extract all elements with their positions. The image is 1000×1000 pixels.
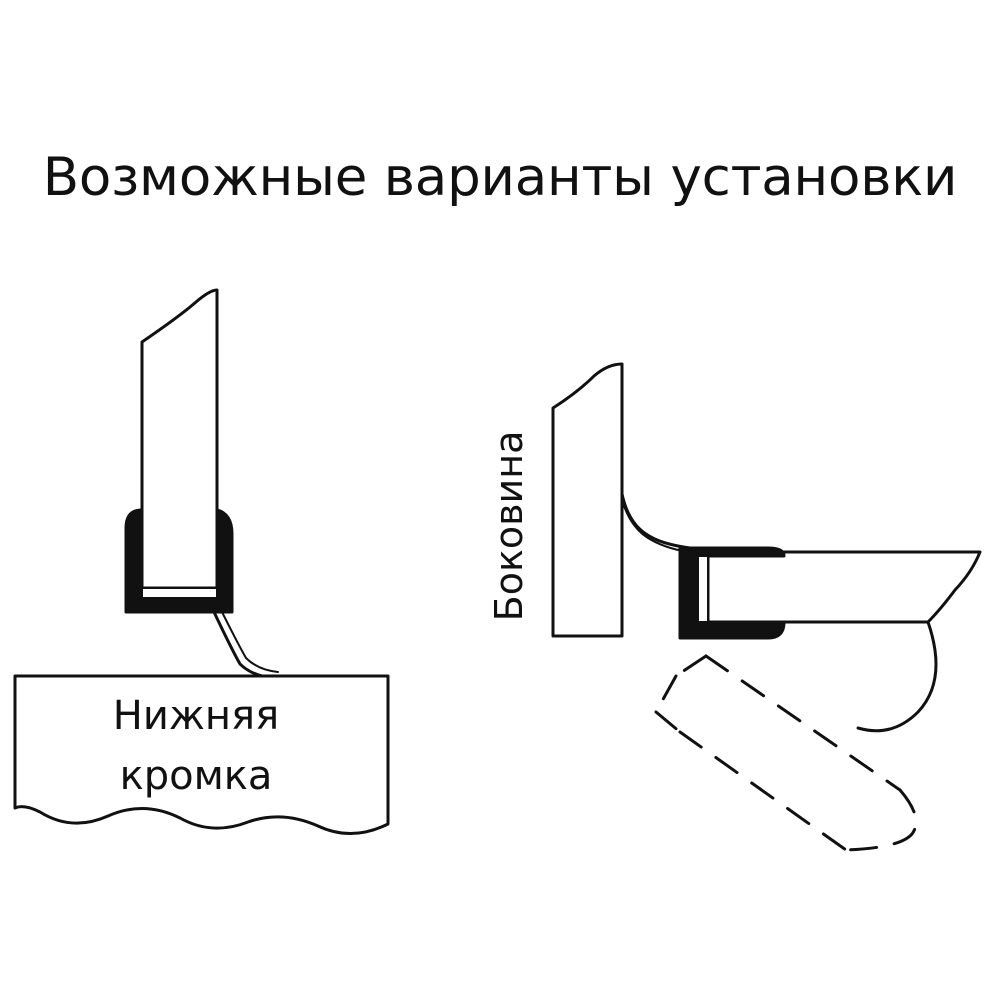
open-position-outline <box>654 654 918 852</box>
side-panel-variant <box>551 362 982 852</box>
side-seal-flap <box>620 492 692 550</box>
seal-inner-gap <box>141 587 218 599</box>
seal-flap <box>212 610 276 680</box>
side-seal-inner-gap <box>697 555 709 623</box>
bottom-edge-label-line2: кромка <box>120 753 273 799</box>
side-panel <box>551 362 624 638</box>
bottom-edge-label-line1: Нижняя <box>113 693 279 739</box>
horizontal-glass-panel <box>698 550 982 624</box>
side-panel-label: Боковина <box>487 431 531 622</box>
bottom-edge-block <box>13 674 390 836</box>
diagram-title: Возможные варианты установки <box>42 147 958 208</box>
swing-arc <box>856 620 938 733</box>
glass-panel <box>140 288 219 614</box>
bottom-edge-variant <box>13 288 390 836</box>
